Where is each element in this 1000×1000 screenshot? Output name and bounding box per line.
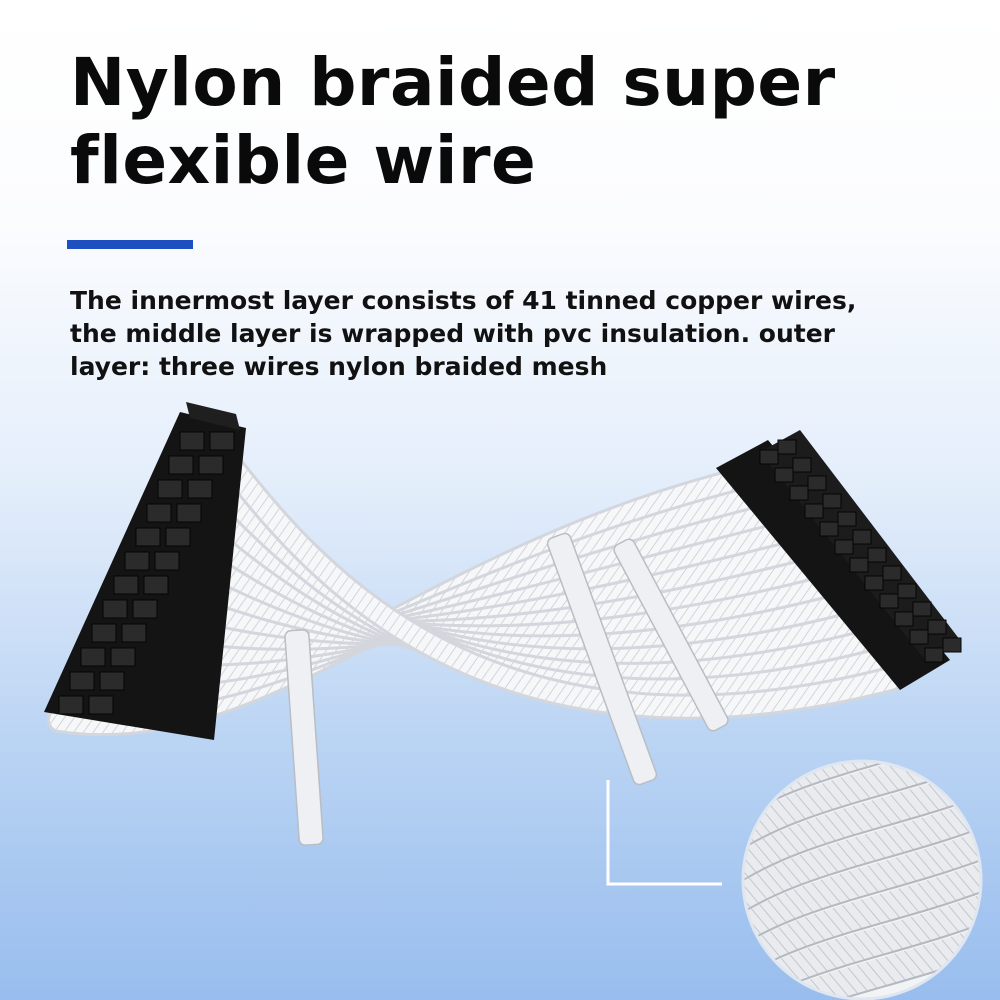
description-line-2: the middle layer is wrapped with pvc ins… (70, 319, 836, 348)
pin-cell (69, 671, 95, 691)
pin-cell (121, 623, 147, 643)
pin-cell (789, 485, 809, 501)
braid-closeup-magnifier (741, 759, 983, 1000)
pin-cell (165, 527, 191, 547)
closeup-strand (744, 792, 980, 918)
pin-cell (759, 449, 779, 465)
pin-cell (146, 503, 172, 523)
pin-cell (924, 647, 944, 663)
pin-cell (909, 629, 929, 645)
pin-cell (807, 475, 827, 491)
pin-cell (804, 503, 824, 519)
left-connector (44, 402, 246, 740)
pin-cell (176, 503, 202, 523)
pin-cell (124, 551, 150, 571)
headline-line-1: Nylon braided super (70, 44, 836, 121)
description-line-1: The innermost layer consists of 41 tinne… (70, 286, 857, 315)
pin-cell (154, 551, 180, 571)
pin-cell (852, 529, 872, 545)
pin-cell (187, 479, 213, 499)
pin-cell (864, 575, 884, 591)
closeup-strand-edge (744, 820, 980, 922)
pin-cell (110, 647, 136, 667)
headline-line-2: flexible wire (70, 122, 537, 199)
pin-cell (179, 431, 205, 451)
pin-cell (99, 671, 125, 691)
pin-cell (792, 457, 812, 473)
pin-cell (837, 511, 857, 527)
pin-cell (198, 455, 224, 475)
pin-cell (867, 547, 887, 563)
pin-cell (88, 695, 114, 715)
pin-cell (942, 637, 962, 653)
description-line-3: layer: three wires nylon braided mesh (70, 352, 608, 381)
pin-cell (132, 599, 158, 619)
pin-cell (894, 611, 914, 627)
right-connector (716, 430, 962, 690)
pin-cell (80, 647, 106, 667)
pin-cell (58, 695, 84, 715)
pin-cell (879, 593, 899, 609)
pin-cell (912, 601, 932, 617)
pin-cell (777, 439, 797, 455)
cable-ties (284, 532, 729, 846)
accent-bar (67, 240, 193, 249)
cable-product-photo (44, 402, 983, 1000)
pin-cell (774, 467, 794, 483)
closeup-strand (744, 824, 980, 950)
pin-cell (91, 623, 117, 643)
description: The innermost layer consists of 41 tinne… (70, 284, 950, 383)
pin-cell (157, 479, 183, 499)
pin-cell (143, 575, 169, 595)
closeup-strand-edge (744, 916, 980, 998)
pin-cell (168, 455, 194, 475)
pin-cell (897, 583, 917, 599)
closeup-strand (744, 762, 980, 854)
pin-cell (102, 599, 128, 619)
pin-cell (113, 575, 139, 595)
callout-line (606, 780, 722, 886)
pin-cell (209, 431, 235, 451)
pin-cell (927, 619, 947, 635)
pin-cell (849, 557, 869, 573)
pin-cell (834, 539, 854, 555)
pin-cell (882, 565, 902, 581)
closeup-strand-edge (744, 852, 980, 954)
headline: Nylon braided super flexible wire (70, 44, 950, 200)
pin-cell (822, 493, 842, 509)
pin-cell (135, 527, 161, 547)
pin-cell (819, 521, 839, 537)
